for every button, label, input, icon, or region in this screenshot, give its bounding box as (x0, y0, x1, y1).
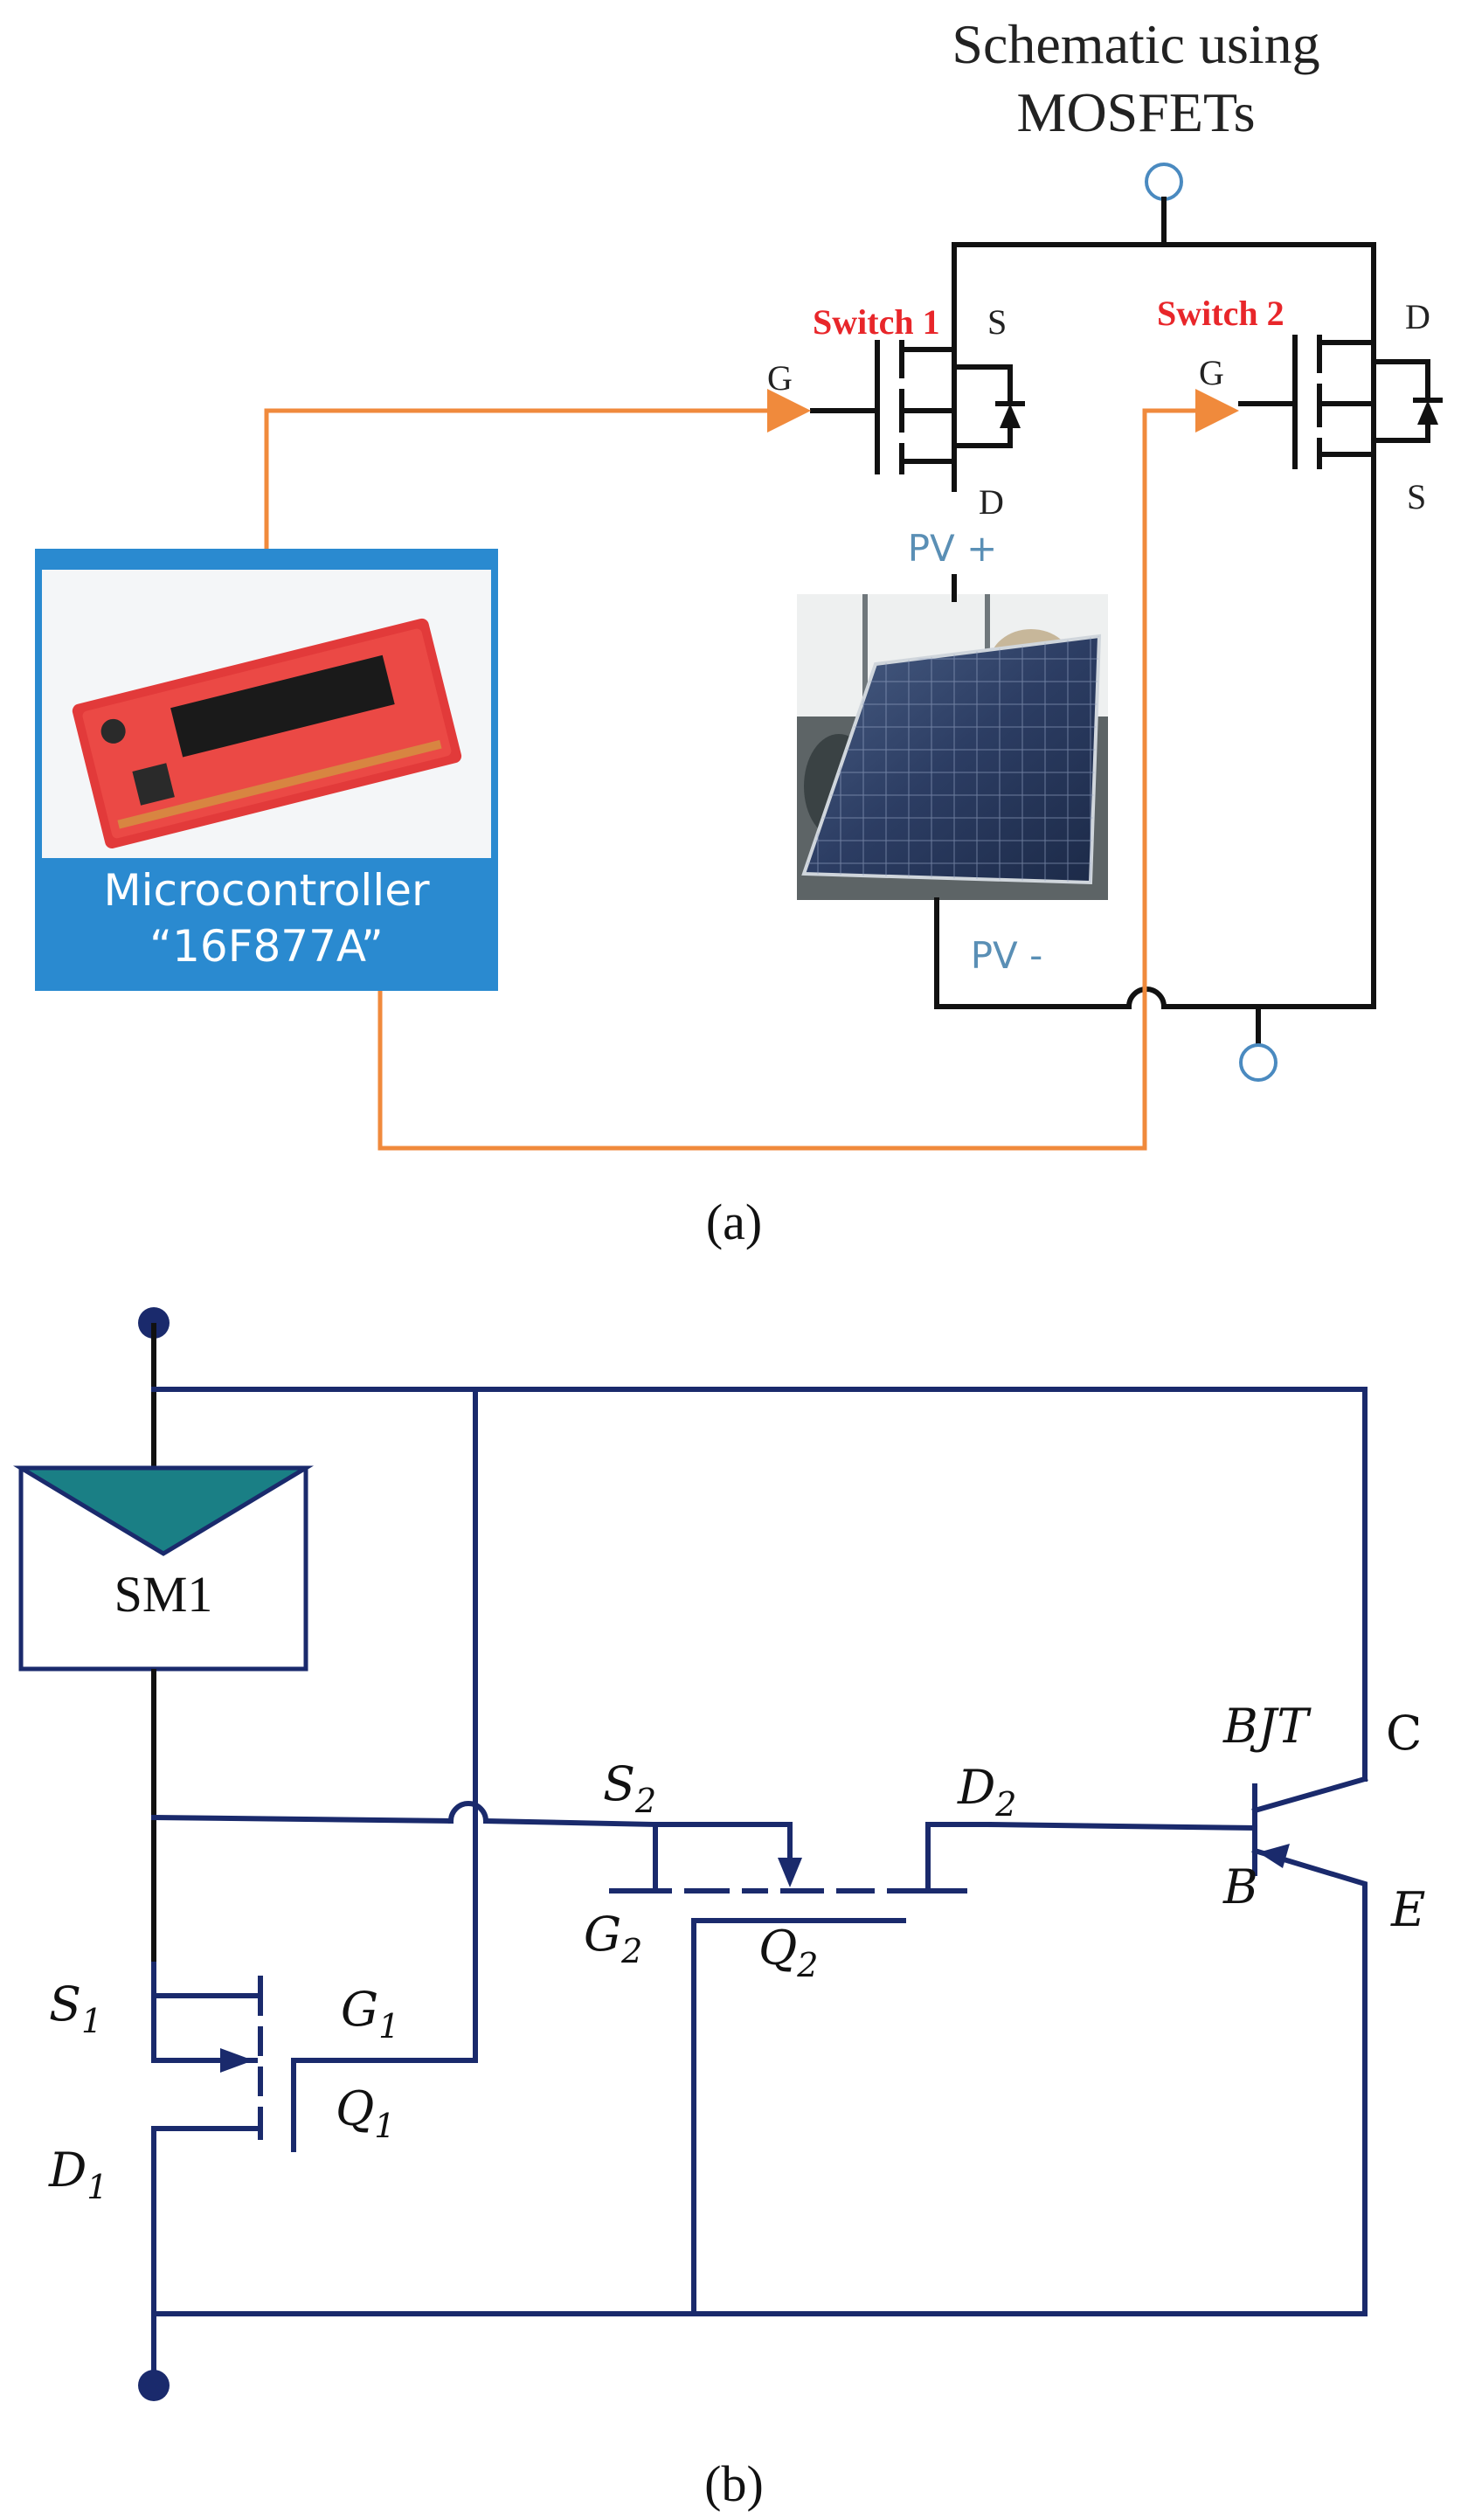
q1-drain-label: D1 (48, 2143, 107, 2206)
switch2-source-pin: S (1407, 477, 1426, 516)
mosfet-q1: S1 G1 Q1 D1 (48, 1962, 443, 2316)
q2-gate-label: G2 (584, 1907, 642, 1970)
bjt-emitter-label: E (1390, 1882, 1425, 1937)
switch1-mosfet: Switch 1 G S D (767, 302, 1025, 522)
q1-name-label: Q1 (336, 2081, 395, 2145)
source-line (150, 1814, 454, 1824)
q1-source-label: S1 (49, 1977, 102, 2040)
switch2-drain-pin: D (1405, 297, 1430, 336)
diagram-a-title-line2: MOSFETs (1017, 81, 1256, 143)
bjt-collector-label: C (1386, 1706, 1422, 1761)
bottom-terminal (1239, 1043, 1278, 1082)
top-rail (151, 1387, 1368, 1782)
bjt-label: BJT (1222, 1699, 1312, 1754)
pv-plus-label: PV + (908, 527, 998, 570)
pv-minus-label: PV - (971, 934, 1043, 977)
bjt-transistor: BJT C B E (1222, 1699, 1425, 2316)
bottom-bus-wire (1161, 504, 1376, 1009)
switch2-mosfet: Switch 2 G D S (1157, 294, 1443, 516)
mcu-label-line2: “16F877A” (149, 921, 384, 972)
pv-minus-wire (934, 897, 1132, 1009)
q2-source-label: S2 (603, 1756, 656, 1820)
top-bus-wire (952, 242, 1376, 352)
switch1-gate-pin: G (767, 358, 793, 398)
switch2-gate-pin: G (1199, 353, 1224, 392)
pv-panel-photo (797, 594, 1108, 900)
gate1-signal-wire (264, 389, 811, 549)
caption-b: (b) (704, 2455, 764, 2512)
q2-drain-label: D2 (957, 1760, 1016, 1824)
solar-module-sm1: SM1 (12, 1465, 315, 1672)
switch1-drain-pin: D (979, 482, 1004, 522)
bjt-base-label: B (1222, 1859, 1258, 1914)
switch1-label: Switch 1 (813, 302, 940, 342)
mcu-label-line1: Microcontroller (103, 865, 430, 916)
microcontroller-block: Microcontroller “16F877A” (35, 549, 498, 991)
diagram-a-title-line1: Schematic using (952, 13, 1319, 75)
bottom-node-dot (138, 2370, 170, 2401)
diagram-a: Schematic using MOSFETs Switch 1 G S D (35, 13, 1443, 1250)
g1-feed-wire (438, 1387, 478, 2063)
diagram-b: SM1 S1 G1 Q1 D1 (12, 1307, 1425, 2512)
switch1-source-pin: S (987, 302, 1007, 342)
q1-gate-label: G1 (341, 1982, 399, 2046)
mosfet-q2: S2 D2 G2 Q2 (584, 1756, 1258, 2316)
q2-name-label: Q2 (758, 1921, 818, 1984)
module-label: SM1 (114, 1566, 213, 1623)
gate2-signal-wire (377, 389, 1239, 1151)
switch2-label: Switch 2 (1157, 294, 1284, 333)
top-terminal (1145, 163, 1183, 201)
caption-a: (a) (706, 1194, 762, 1250)
